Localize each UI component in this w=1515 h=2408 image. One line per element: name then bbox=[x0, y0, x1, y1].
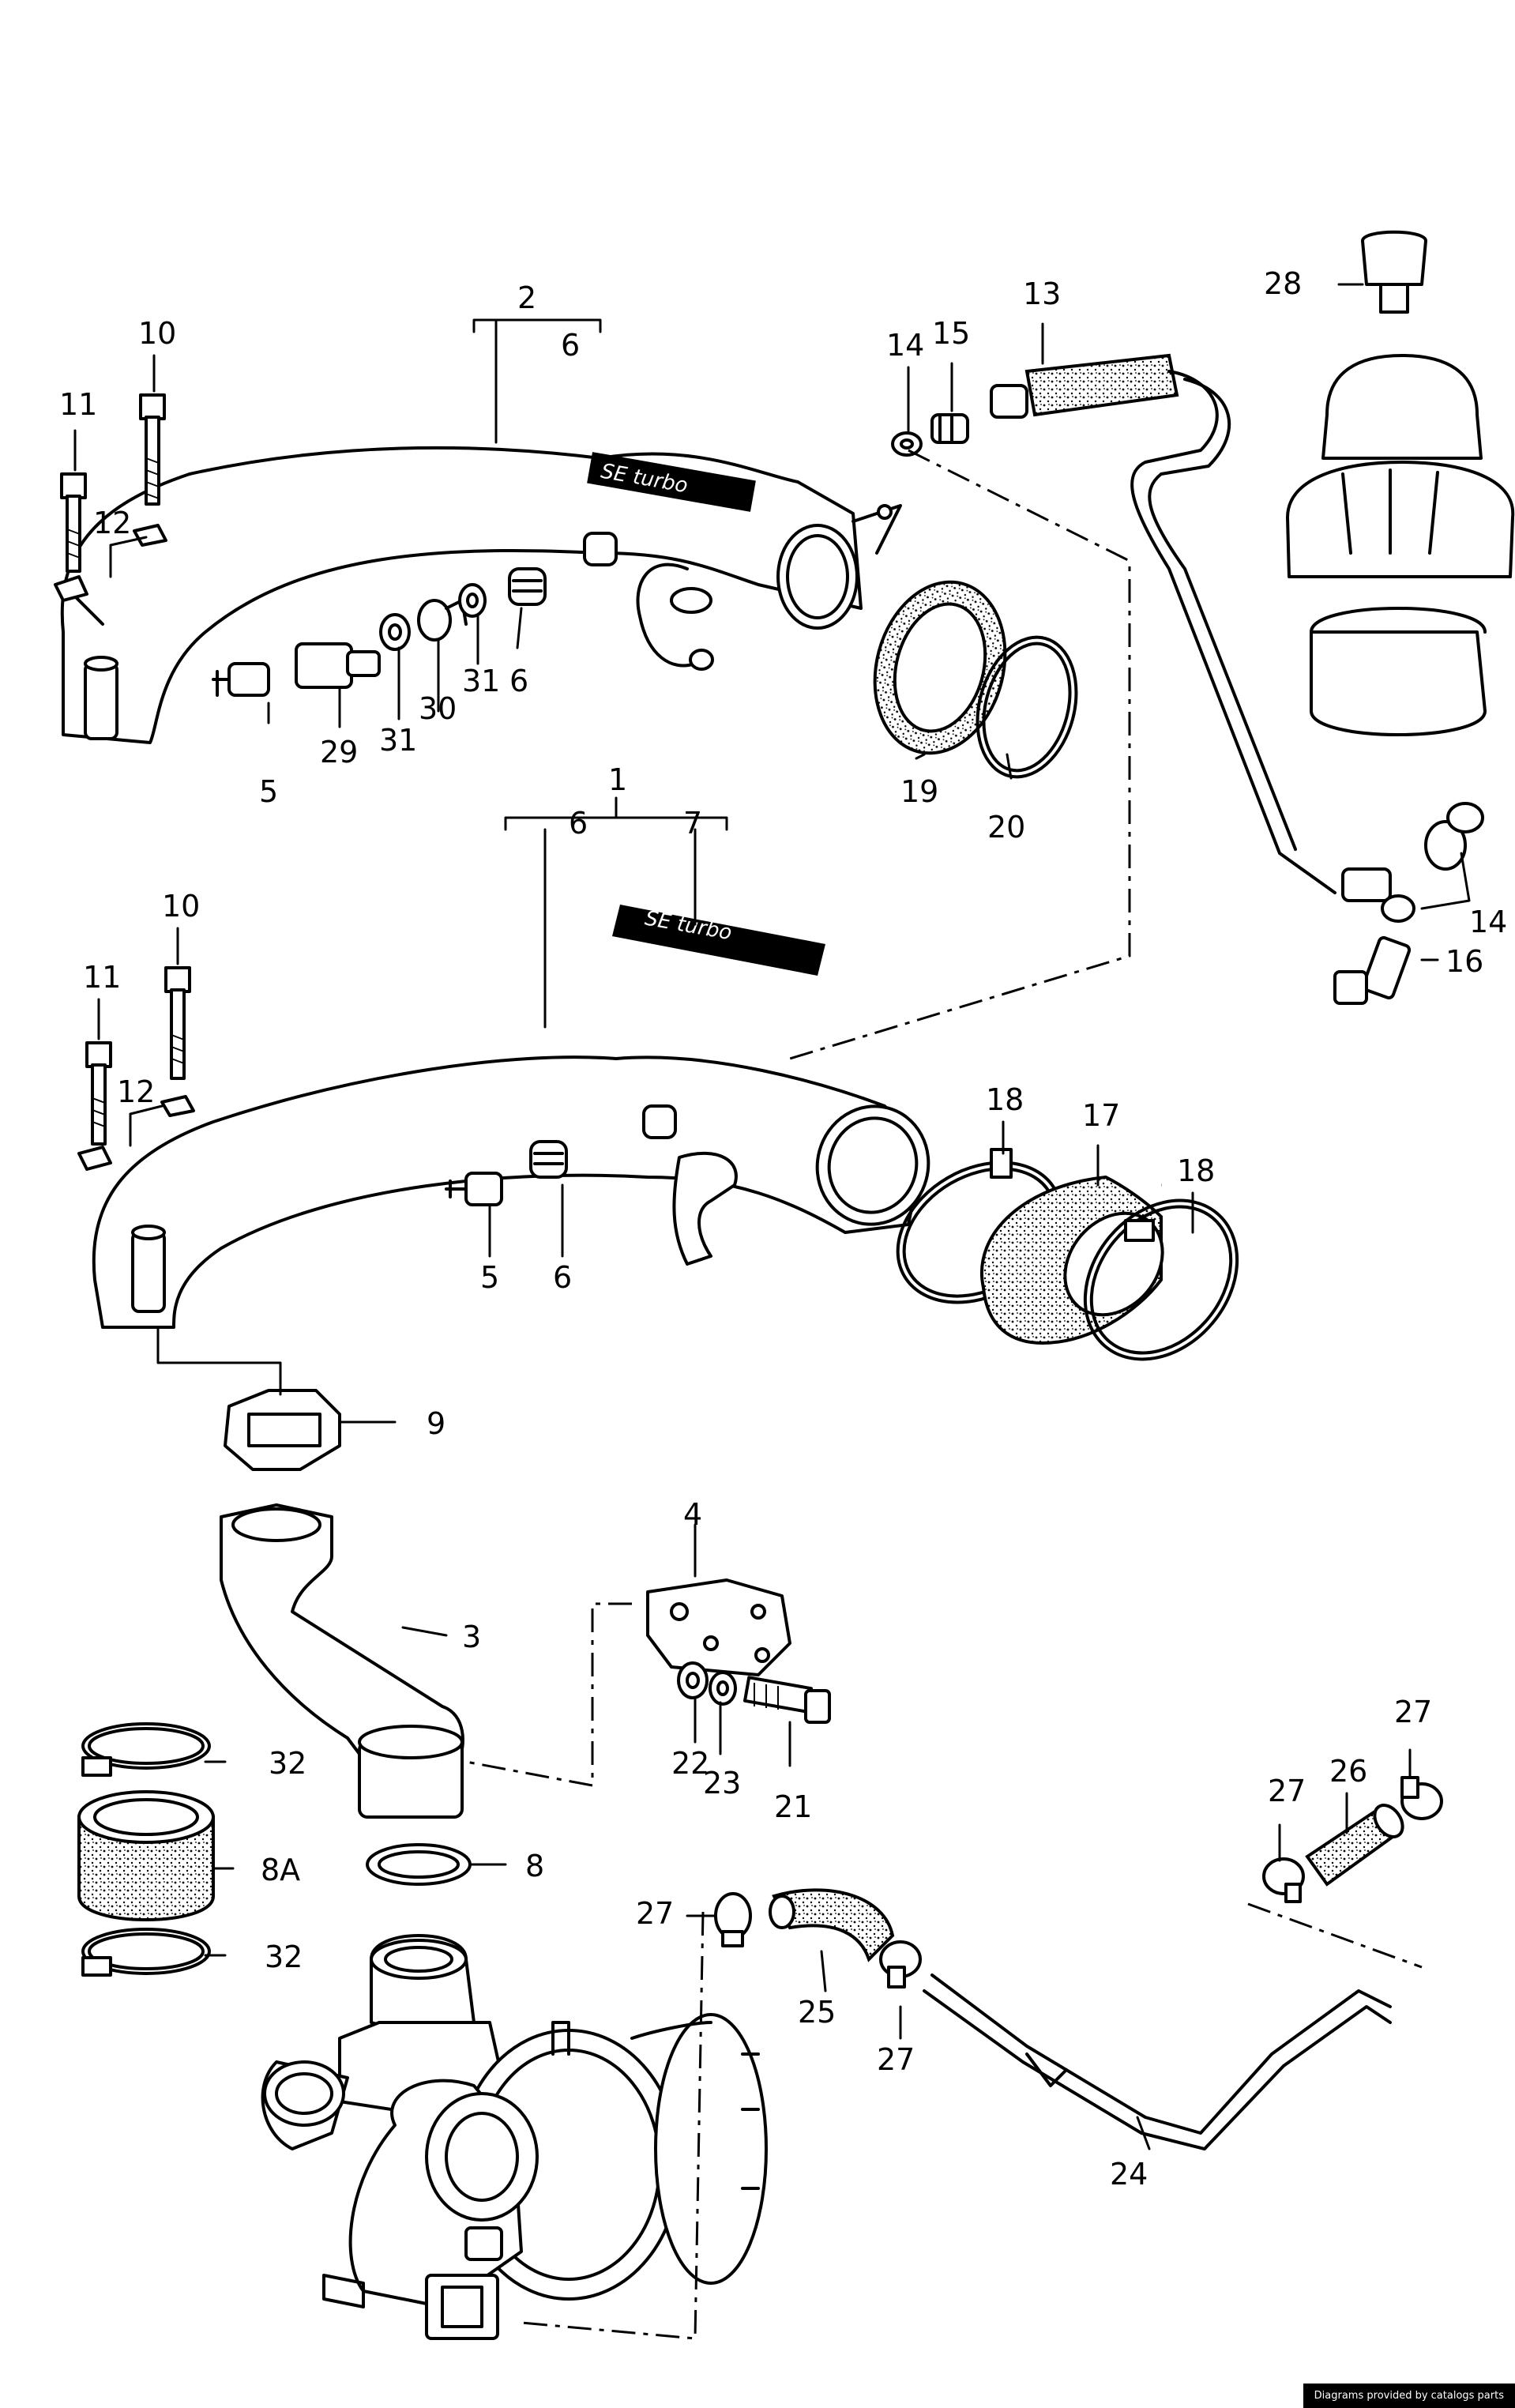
callout-31: 31 bbox=[379, 723, 417, 758]
callout-18: 18 bbox=[986, 1082, 1024, 1117]
turbocharger bbox=[261, 1934, 768, 2340]
callout-13: 13 bbox=[1023, 277, 1061, 311]
callout-3: 3 bbox=[462, 1620, 481, 1654]
clamp-27-mid bbox=[879, 1940, 922, 1988]
clamp-32-bottom bbox=[81, 1928, 211, 1977]
washer-14-upper bbox=[891, 431, 923, 457]
clamp-18-right bbox=[1083, 1198, 1239, 1361]
callout-17: 17 bbox=[1082, 1098, 1120, 1133]
intake-pipe-upper: SE turbo bbox=[60, 446, 902, 744]
callout-10: 10 bbox=[162, 889, 200, 924]
washer-12-upper bbox=[54, 524, 167, 602]
washer-22 bbox=[677, 1661, 709, 1699]
clamp-32-top bbox=[81, 1722, 211, 1777]
logo-plate-7: SE turbo bbox=[612, 905, 825, 976]
hose-26 bbox=[1305, 1804, 1404, 1887]
callout-12: 12 bbox=[117, 1074, 155, 1109]
bolt-10-lower bbox=[164, 966, 191, 1080]
callout-27: 27 bbox=[1268, 1774, 1306, 1808]
callout-22: 22 bbox=[671, 1746, 709, 1781]
callout-14: 14 bbox=[1469, 905, 1507, 939]
callout-15: 15 bbox=[932, 316, 970, 351]
callout-7: 7 bbox=[683, 806, 702, 841]
callout-27: 27 bbox=[877, 2042, 915, 2077]
lockwasher-23 bbox=[709, 1671, 737, 1706]
clamp-27-upper-right bbox=[1400, 1776, 1443, 1820]
callout-labels: 2 6 10 11 12 13 14 15 28 5 29 31 30 31 6… bbox=[59, 266, 1507, 2192]
callout-19: 19 bbox=[900, 774, 938, 809]
callout-31: 31 bbox=[462, 664, 500, 698]
bolt-11-lower bbox=[85, 1041, 112, 1146]
callout-32: 32 bbox=[265, 1940, 303, 1974]
pipe-3 bbox=[220, 1503, 464, 1819]
bolt-16 bbox=[1333, 935, 1412, 1005]
callout-8A: 8A bbox=[261, 1853, 300, 1887]
hose-25 bbox=[769, 1888, 895, 1962]
callout-6: 6 bbox=[561, 328, 580, 363]
washer-31a bbox=[379, 613, 411, 651]
sensor-5-lower bbox=[445, 1172, 503, 1206]
callout-9: 9 bbox=[427, 1406, 445, 1441]
credit-footer: Diagrams provided by catalogs parts bbox=[1303, 2384, 1515, 2408]
sensor-5-upper bbox=[212, 662, 270, 697]
assembly-lines bbox=[465, 449, 1423, 2340]
callout-32: 32 bbox=[269, 1746, 306, 1781]
callout-6: 6 bbox=[553, 1260, 572, 1295]
callout-18: 18 bbox=[1177, 1153, 1215, 1188]
banjo-fitting-14 bbox=[1341, 802, 1484, 923]
callout-6: 6 bbox=[509, 664, 528, 698]
callout-1: 1 bbox=[608, 762, 627, 797]
callout-8: 8 bbox=[525, 1849, 544, 1883]
callout-30: 30 bbox=[419, 691, 457, 726]
callout-29: 29 bbox=[320, 735, 358, 769]
clamp-27-left bbox=[714, 1892, 752, 1947]
callout-6: 6 bbox=[569, 806, 588, 841]
callout-14: 14 bbox=[886, 328, 924, 363]
washer-31b bbox=[458, 583, 487, 618]
valve-30 bbox=[417, 599, 468, 642]
callout-11: 11 bbox=[59, 387, 97, 422]
callout-24: 24 bbox=[1110, 2157, 1148, 2192]
washer-12-lower bbox=[77, 1095, 195, 1171]
filter-28 bbox=[1286, 230, 1515, 736]
callout-27: 27 bbox=[1394, 1695, 1432, 1729]
sleeve-8A bbox=[77, 1790, 215, 1921]
intake-pipe-lower bbox=[92, 1055, 930, 1329]
hose-13 bbox=[990, 353, 1336, 894]
callout-5: 5 bbox=[259, 774, 278, 809]
callout-25: 25 bbox=[798, 1995, 836, 2030]
hose-17 bbox=[980, 1175, 1164, 1345]
callout-23: 23 bbox=[703, 1766, 741, 1800]
fitting-15 bbox=[930, 413, 969, 444]
bolt-10-upper bbox=[139, 393, 166, 506]
gasket-9 bbox=[224, 1389, 341, 1471]
callout-28: 28 bbox=[1264, 266, 1302, 301]
gasket-8 bbox=[366, 1843, 472, 1886]
callout-2: 2 bbox=[517, 280, 536, 315]
callout-5: 5 bbox=[480, 1260, 499, 1295]
callout-27: 27 bbox=[636, 1896, 674, 1931]
callout-26: 26 bbox=[1329, 1754, 1367, 1789]
bolt-21 bbox=[743, 1676, 831, 1724]
leader-lines bbox=[73, 283, 1471, 2150]
callout-21: 21 bbox=[774, 1789, 812, 1824]
fitting-29 bbox=[295, 642, 381, 689]
plug-6-upper bbox=[508, 567, 547, 606]
clamp-27-upper-left bbox=[1262, 1857, 1305, 1903]
bracket-4 bbox=[646, 1578, 791, 1676]
callout-20: 20 bbox=[987, 810, 1025, 845]
callout-10: 10 bbox=[138, 316, 176, 351]
plug-6-lower bbox=[529, 1140, 568, 1179]
bolt-11-upper bbox=[60, 472, 87, 573]
callout-12: 12 bbox=[93, 506, 131, 540]
pipe-24 bbox=[923, 1973, 1392, 2150]
seal-19 bbox=[873, 580, 1007, 755]
callout-16: 16 bbox=[1445, 944, 1483, 979]
callout-11: 11 bbox=[83, 960, 121, 995]
callout-4: 4 bbox=[683, 1497, 702, 1532]
